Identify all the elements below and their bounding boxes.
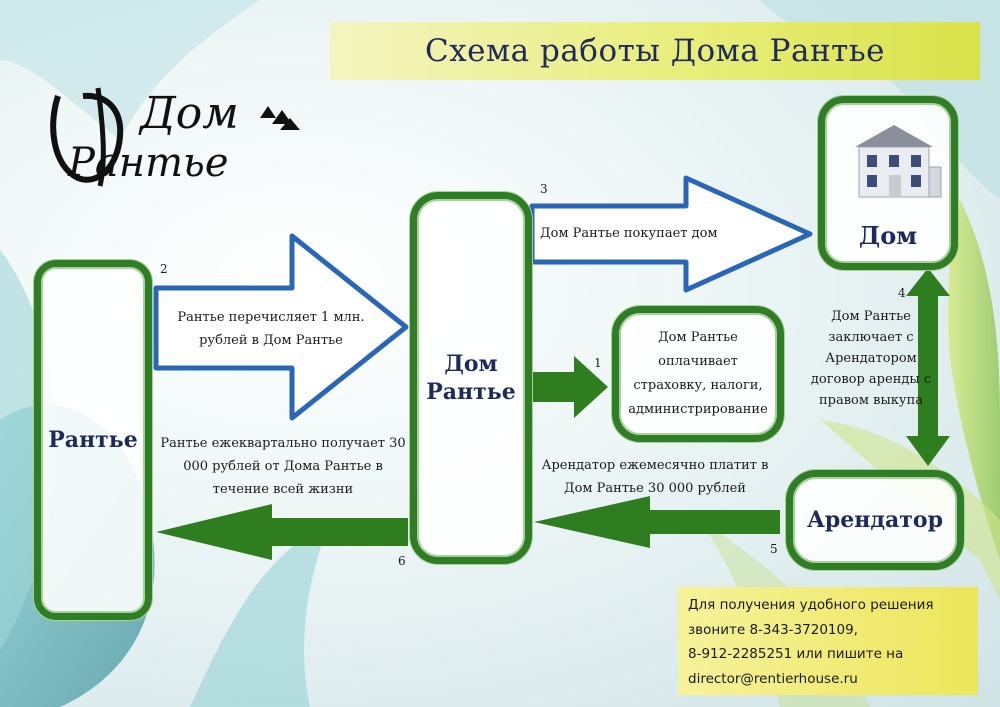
label-tenant: Арендатор: [806, 507, 943, 533]
logo-text-line2: Рантье: [68, 140, 229, 186]
house-icon: [855, 125, 942, 198]
text-step-2: Рантье перечисляет 1 млн. рублей в Дом Р…: [177, 310, 365, 348]
box-rantier: Рантье: [34, 260, 152, 620]
logo-text-line1: Дом: [140, 88, 239, 139]
arrow-step-4: [906, 268, 950, 466]
page-title: Схема работы Дома Рантье: [424, 33, 886, 69]
box-expenses: Дом Рантье оплачивает страховку, налоги,…: [612, 306, 784, 442]
contact-email[interactable]: director@rentierhouse.ru: [688, 670, 858, 687]
logo-mark: [50, 87, 300, 187]
arrow-step-6: [156, 504, 408, 560]
logo: Дом Рантье: [28, 66, 308, 196]
contact-box: Для получения удобного решения звоните 8…: [678, 587, 978, 695]
arrow-step-3: [529, 175, 813, 293]
contact-line-2: звоните 8-343-3720109,: [688, 621, 858, 638]
contact-line-3: 8-912-2285251 или пишите на: [688, 646, 904, 662]
step-number-6: 6: [398, 554, 406, 568]
text-step-3: Дом Рантье покупает дом: [540, 226, 718, 241]
text-step-5: Арендатор ежемесячно платит в Дом Рантье…: [541, 458, 769, 496]
label-dom-rantier: Дом Рантье: [426, 351, 516, 405]
step-number-1: 1: [594, 356, 602, 370]
step-number-5: 5: [770, 542, 778, 556]
box-tenant: Арендатор: [786, 470, 964, 570]
label-house: Дом: [858, 221, 918, 250]
box-dom-rantier: Дом Рантье: [410, 192, 532, 564]
label-expenses: Дом Рантье оплачивает страховку, налоги,…: [628, 330, 768, 417]
box-house: Дом: [818, 96, 958, 270]
contact-line-1: Для получения удобного решения: [688, 597, 934, 613]
arrow-step-1: [532, 356, 608, 418]
text-step-6: Рантье ежеквартально получает 30 000 руб…: [160, 436, 406, 497]
arrow-step-2: [153, 233, 409, 421]
step-number-3: 3: [540, 182, 548, 196]
label-rantier: Рантье: [48, 427, 138, 453]
arrow-step-5: [534, 496, 780, 548]
step-number-2: 2: [160, 262, 168, 276]
step-number-4: 4: [898, 286, 906, 300]
text-step-4: Дом Рантье заключает с Арендатором догов…: [810, 309, 932, 408]
title-banner: Схема работы Дома Рантье: [330, 22, 980, 80]
